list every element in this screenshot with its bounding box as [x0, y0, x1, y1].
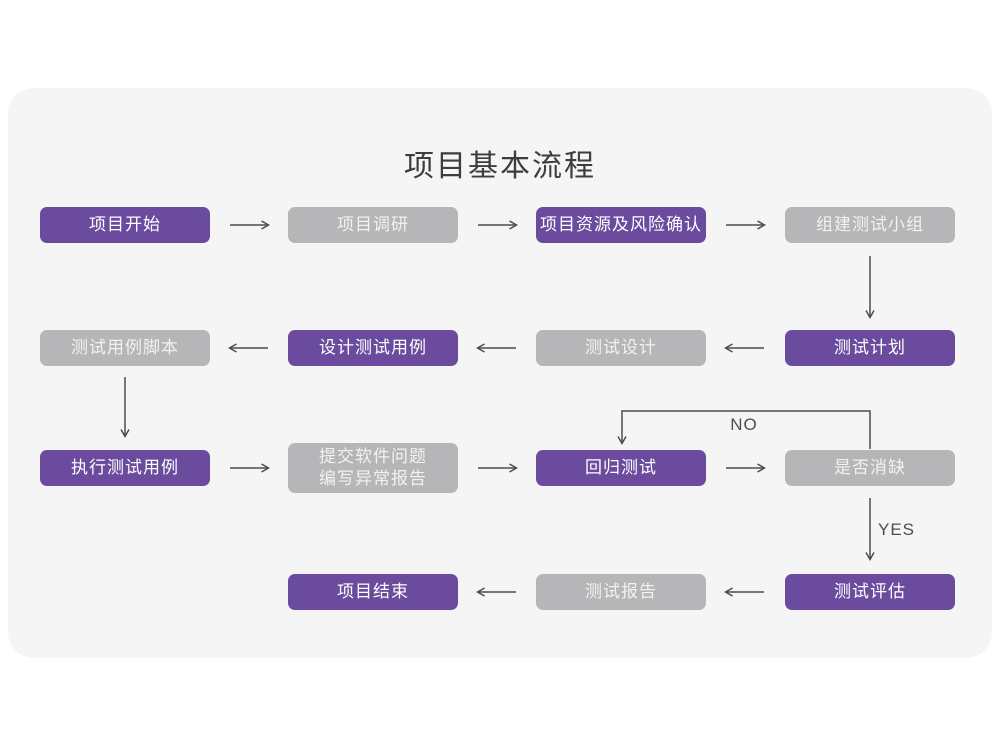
flow-node-defect-cleared: 是否消缺 — [785, 450, 955, 486]
flow-node-test-design: 测试设计 — [536, 330, 706, 366]
diagram-title: 项目基本流程 — [404, 150, 596, 183]
flow-node-project-end: 项目结束 — [288, 574, 458, 610]
no-branch-label: NO — [730, 415, 758, 434]
flow-node-design-test-cases: 设计测试用例 — [288, 330, 458, 366]
flow-node-project-start: 项目开始 — [40, 207, 210, 243]
flow-node-test-plan: 测试计划 — [785, 330, 955, 366]
yes-branch-label: YES — [878, 520, 916, 539]
flow-node-execute-test-cases: 执行测试用例 — [40, 450, 210, 486]
flow-node-resources-risk-confirm: 项目资源及风险确认 — [536, 207, 706, 243]
flow-node-test-case-script: 测试用例脚本 — [40, 330, 210, 366]
flow-node-test-evaluation: 测试评估 — [785, 574, 955, 610]
flow-card — [8, 88, 992, 658]
flow-node-build-test-team: 组建测试小组 — [785, 207, 955, 243]
flow-node-submit-issue-report: 提交软件问题 编写异常报告 — [288, 443, 458, 493]
flow-node-test-report: 测试报告 — [536, 574, 706, 610]
flow-node-project-research: 项目调研 — [288, 207, 458, 243]
flow-node-regression-test: 回归测试 — [536, 450, 706, 486]
